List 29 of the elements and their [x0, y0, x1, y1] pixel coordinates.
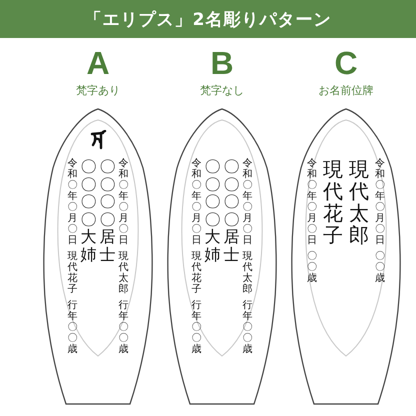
vertical-inscription: 令和〇年〇月〇日 [118, 158, 128, 246]
vertical-inscription: 行年〇〇歳 [242, 300, 252, 355]
vertical-inscription: 令和〇年〇月〇日 [375, 158, 385, 246]
vertical-inscription: 令和〇年〇月〇日 [307, 158, 317, 246]
vertical-inscription: 行年〇〇歳 [68, 300, 78, 355]
pattern-caption: 梵字なし [200, 84, 244, 98]
vertical-inscription: 行年〇〇歳 [118, 300, 128, 355]
vertical-inscription: 現代太郎 [242, 251, 252, 295]
title: 「エリプス」2名彫りパターン [84, 8, 332, 30]
pattern-letter: B [210, 44, 234, 82]
vertical-inscription: 〇〇〇〇居士 [100, 158, 116, 264]
vertical-inscription: 〇〇歳 [307, 251, 317, 284]
vertical-inscription: 令和〇年〇月〇日 [192, 158, 202, 246]
vertical-inscription: 〇〇〇〇居士 [224, 158, 240, 264]
vertical-inscription: 現代花子 [323, 158, 343, 246]
pattern-caption: お名前位牌 [318, 84, 374, 98]
vertical-inscription: 〇〇〇〇大姉 [80, 158, 96, 264]
vertical-inscription: 〇〇〇〇大姉 [204, 158, 220, 264]
pattern-caption: 梵字あり [76, 84, 120, 98]
vertical-inscription: 現代太郎 [349, 158, 369, 246]
vertical-inscription: 〇〇歳 [375, 251, 385, 284]
vertical-inscription: 行年〇〇歳 [192, 300, 202, 355]
vertical-inscription: 現代太郎 [118, 251, 128, 295]
vertical-inscription: 令和〇年〇月〇日 [242, 158, 252, 246]
vertical-inscription: 現代花子 [192, 251, 202, 295]
vertical-inscription: 現代花子 [68, 251, 78, 295]
vertical-inscription: 令和〇年〇月〇日 [68, 158, 78, 246]
pattern-letter: C [334, 44, 358, 82]
pattern-letter: A [86, 44, 110, 82]
